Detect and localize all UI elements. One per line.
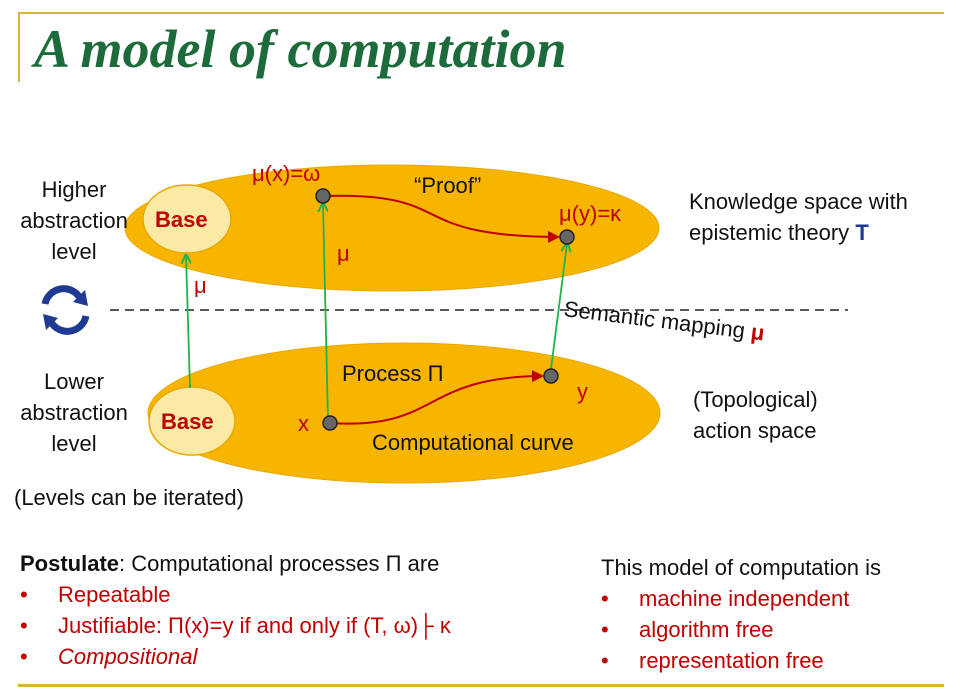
cycle-icon bbox=[41, 285, 90, 335]
mu-left-label: μ bbox=[194, 273, 207, 298]
base-lower-label: Base bbox=[161, 409, 214, 434]
upper-ellipse bbox=[124, 164, 660, 292]
model-item: machine independent bbox=[601, 583, 881, 614]
proof-label: “Proof” bbox=[414, 173, 482, 198]
left-rule bbox=[18, 12, 20, 82]
postulate-item: Repeatable bbox=[20, 579, 451, 610]
model-item-text: algorithm free bbox=[639, 617, 774, 642]
y-label: y bbox=[577, 379, 588, 404]
lower-abstraction-label: Lower abstraction level bbox=[20, 369, 128, 456]
postulate-item: Compositional bbox=[20, 641, 451, 672]
knowledge-space-line1: Knowledge space with bbox=[689, 189, 908, 214]
model-item: algorithm free bbox=[601, 614, 881, 645]
action-space-line1: (Topological) bbox=[693, 387, 818, 412]
base-upper-oval bbox=[142, 184, 232, 254]
point-y bbox=[543, 368, 559, 384]
mu-arrow-x bbox=[323, 204, 329, 422]
postulate-text: : Computational processes Π are bbox=[119, 551, 440, 576]
process-curve bbox=[329, 370, 544, 425]
point-mu-x bbox=[315, 188, 331, 204]
process-label: Process Π bbox=[342, 361, 444, 386]
x-label: x bbox=[298, 411, 309, 436]
postulate-block: Postulate: Computational processes Π are… bbox=[20, 548, 451, 672]
point-x bbox=[322, 415, 338, 431]
mu-arrow-y bbox=[550, 244, 567, 370]
postulate-item-text: Justifiable: Π(x)=y if and only if (T, ω… bbox=[58, 613, 451, 638]
epistemic-theory-text: epistemic theory bbox=[689, 220, 850, 245]
slide-title: A model of computation bbox=[34, 19, 567, 79]
levels-iterated-note: (Levels can be iterated) bbox=[14, 485, 244, 510]
model-item-text: machine independent bbox=[639, 586, 850, 611]
action-space-line2: action space bbox=[693, 418, 817, 443]
model-item: representation free bbox=[601, 645, 881, 676]
mu-x-omega-label: μ(x)=ω bbox=[252, 161, 321, 186]
postulate-item: Justifiable: Π(x)=y if and only if (T, ω… bbox=[20, 610, 451, 641]
model-item-text: representation free bbox=[639, 648, 824, 673]
bottom-rule bbox=[18, 684, 944, 687]
mu-arrow-base bbox=[186, 256, 190, 389]
postulate-item-text: Repeatable bbox=[58, 582, 171, 607]
model-heading: This model of computation is bbox=[601, 555, 882, 580]
point-mu-y bbox=[559, 229, 575, 245]
postulate-label: Postulate bbox=[20, 551, 120, 576]
base-upper-label: Base bbox=[155, 207, 208, 232]
top-rule bbox=[18, 12, 944, 14]
postulate-item-text: Compositional bbox=[58, 644, 198, 669]
base-lower-oval bbox=[148, 386, 236, 456]
theory-T: T bbox=[855, 220, 869, 245]
computational-curve-label: Computational curve bbox=[372, 430, 574, 455]
proof-curve bbox=[322, 194, 560, 243]
postulate-list: Repeatable Justifiable: Π(x)=y if and on… bbox=[20, 579, 451, 672]
mu-y-kappa-label: μ(y)=κ bbox=[559, 201, 622, 226]
higher-abstraction-label: Higher abstraction level bbox=[20, 177, 128, 264]
mu-middle-label: μ bbox=[337, 241, 350, 266]
model-list: machine independent algorithm free repre… bbox=[601, 583, 881, 676]
postulate-heading: Postulate: Computational processes Π are bbox=[20, 548, 451, 579]
model-block: This model of computation is machine ind… bbox=[601, 552, 881, 676]
knowledge-space-line2: epistemic theory T bbox=[689, 217, 869, 248]
